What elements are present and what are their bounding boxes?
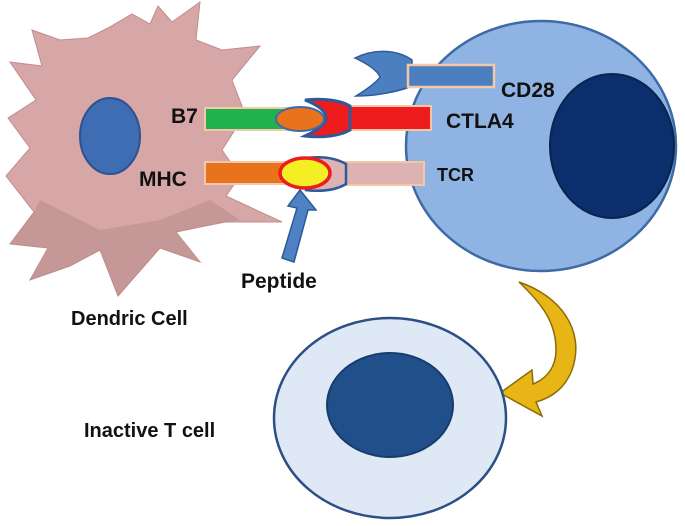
cd28-receptor-stem bbox=[406, 63, 496, 89]
b7-ligand-tip bbox=[275, 106, 325, 132]
dendritic-cell bbox=[5, 0, 283, 297]
mhc-tcr-complex bbox=[204, 156, 425, 192]
ctla4-label: CTLA4 bbox=[446, 110, 514, 133]
t-cell-nucleus bbox=[549, 73, 675, 219]
cd28-receptor-head bbox=[353, 50, 413, 97]
ctla4-receptor bbox=[344, 105, 432, 131]
peptide-arrow bbox=[281, 188, 318, 263]
curved-arrow bbox=[498, 281, 577, 418]
dendritic-cell-shadow bbox=[10, 200, 240, 296]
inactive-t-cell-label: Inactive T cell bbox=[84, 420, 215, 442]
b7-ctla4-complex bbox=[204, 97, 432, 139]
mhc-label: MHC bbox=[139, 168, 187, 191]
inactive-t-cell-nucleus bbox=[326, 352, 454, 458]
dendritic-cell-label: Dendric Cell bbox=[71, 308, 188, 330]
cd28-receptor bbox=[353, 50, 496, 97]
ctla4-receptor-head bbox=[299, 97, 352, 139]
t-cell bbox=[404, 19, 678, 273]
peptide-antigen bbox=[278, 156, 332, 190]
tcr-label: TCR bbox=[437, 165, 474, 185]
tcr-receptor bbox=[339, 161, 425, 186]
b7-label: B7 bbox=[171, 105, 198, 128]
inactive-t-cell bbox=[272, 316, 508, 520]
cd28-label: CD28 bbox=[501, 79, 555, 102]
dendritic-cell-nucleus bbox=[79, 97, 141, 175]
peptide-label: Peptide bbox=[241, 270, 317, 293]
